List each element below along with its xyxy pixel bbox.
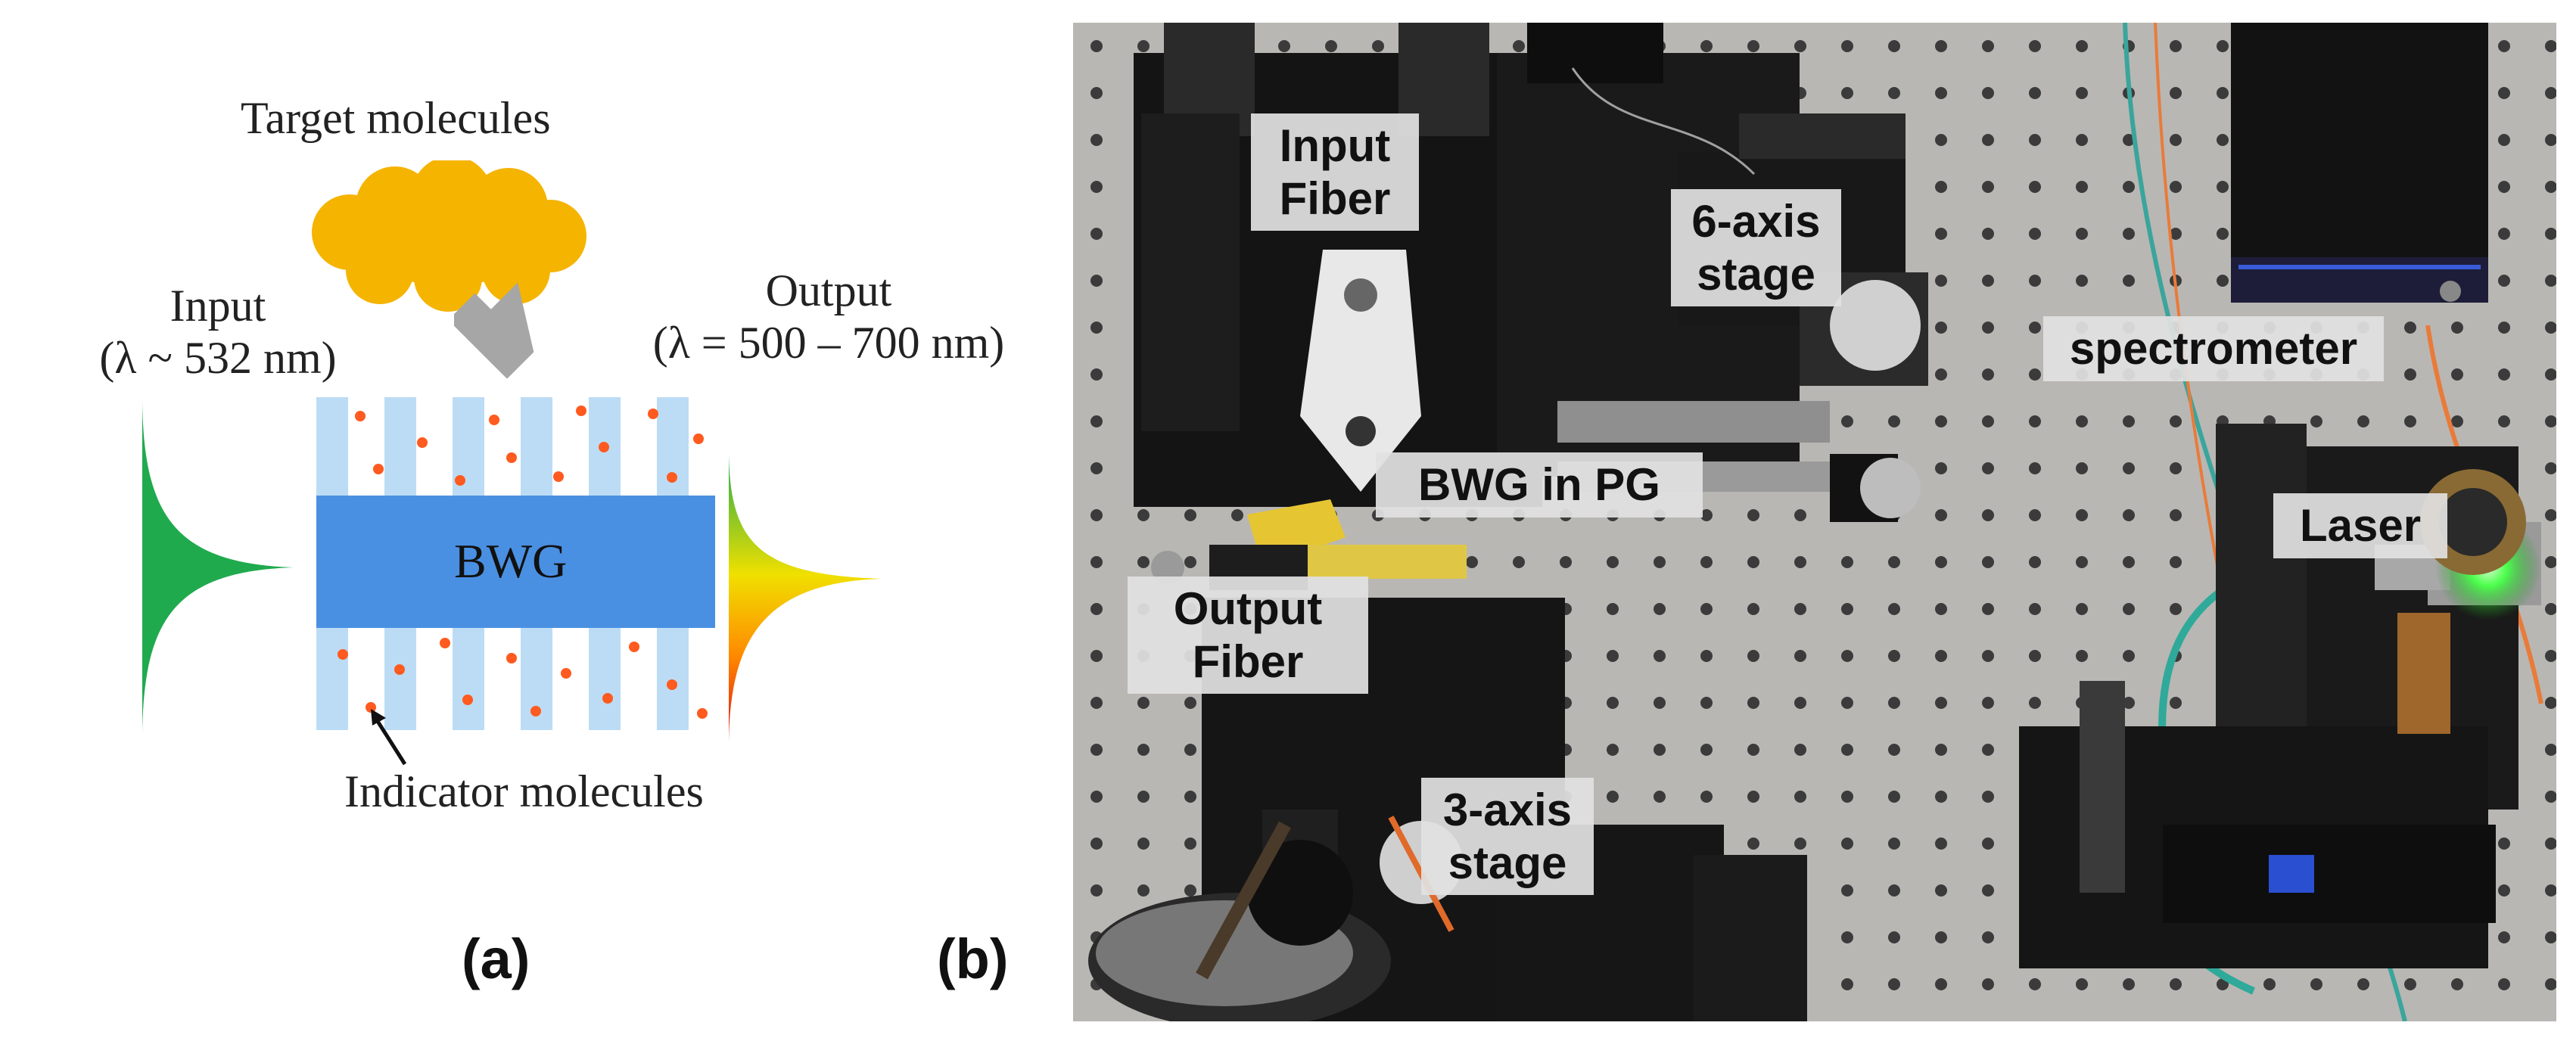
target-molecules-label: Target molecules xyxy=(241,93,551,143)
waveguide-label: BWG xyxy=(454,534,568,588)
callout-output-fiber: Output Fiber xyxy=(1128,576,1368,695)
panel-b-label: (b) xyxy=(937,928,1009,990)
callout-laser: Laser xyxy=(2273,493,2447,558)
down-arrow-icon xyxy=(454,282,534,378)
callout-3-axis-stage: 3-axis stage xyxy=(1421,778,1594,896)
bragg-waveguide-diagram xyxy=(316,397,715,730)
input-label: Input (λ ~ 532 nm) xyxy=(82,280,354,384)
indicator-molecules-label: Indicator molecules xyxy=(344,766,704,816)
input-pulse xyxy=(142,401,294,734)
callout-input-fiber: Input Fiber xyxy=(1251,113,1419,232)
input-wavelength: (λ ~ 532 nm) xyxy=(99,333,337,383)
target-molecules-cloud xyxy=(312,160,586,312)
panel-a-label: (a) xyxy=(462,928,530,990)
output-title: Output xyxy=(765,266,892,315)
output-pulse xyxy=(729,454,882,741)
output-label: Output (λ = 500 – 700 nm) xyxy=(602,265,1056,369)
callout-bwg-in-pg: BWG in PG xyxy=(1376,452,1703,517)
output-wavelength: (λ = 500 – 700 nm) xyxy=(652,318,1005,368)
callout-spectrometer: spectrometer xyxy=(2043,316,2384,381)
callout-6-axis-stage: 6-axis stage xyxy=(1671,189,1841,307)
input-title: Input xyxy=(170,281,266,331)
pointer-arrow-icon xyxy=(371,709,407,766)
